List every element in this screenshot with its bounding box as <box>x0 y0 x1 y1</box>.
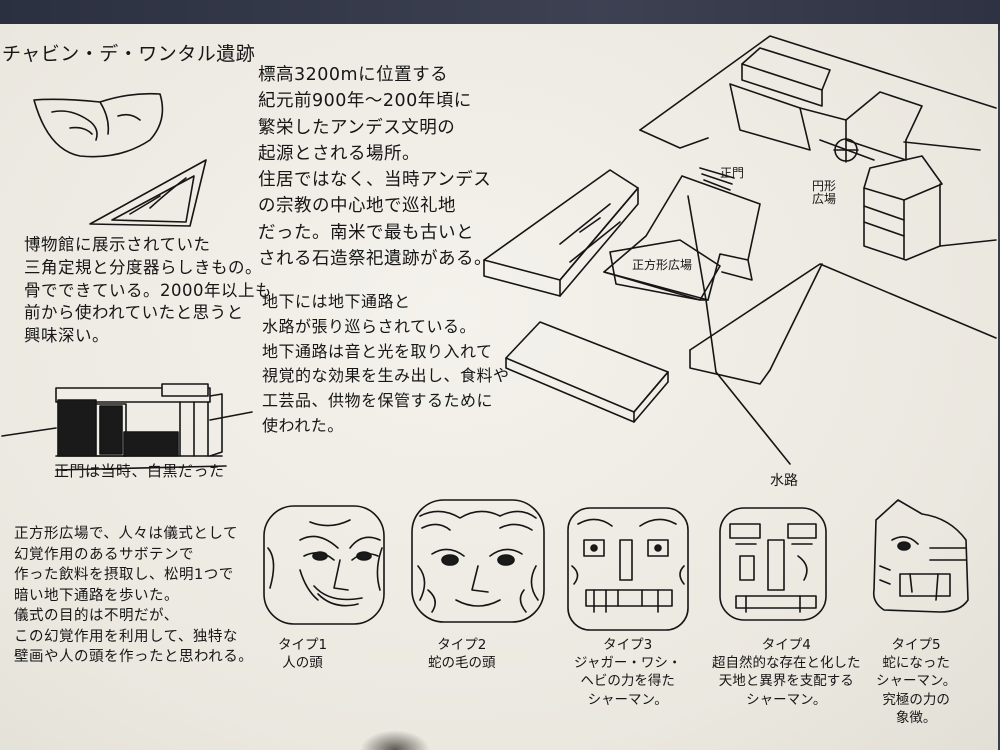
head-caption-4: タイプ4 超自然的な存在と化した 天地と異界を支配する シャーマン。 <box>712 637 861 708</box>
head-type5-drawing <box>874 500 968 612</box>
head-caption-2: タイプ2 蛇の毛の頭 <box>428 637 496 672</box>
underground-note: 地下には地下通路と 水路が張り巡らされている。 地下通路は音と光を取り入れて 視… <box>262 292 510 435</box>
head-caption-1: タイプ1 人の頭 <box>278 637 328 672</box>
head-type3-drawing <box>568 508 688 630</box>
bone-triangle-drawing <box>90 160 206 226</box>
head-type4-drawing <box>720 508 826 620</box>
map-label-waterway: 水路 <box>770 473 798 489</box>
gate-caption: 正門は当時、白黒だった <box>54 462 225 480</box>
ritual-note: 正方形広場で、人々は儀式として 幻覚作用のあるサボテンで 作った飲料を摂取し、松… <box>14 526 254 666</box>
bone-protractor-drawing <box>34 94 162 157</box>
map-label-circular-plaza: 円形 広場 <box>812 179 837 207</box>
finger-shadow <box>360 730 430 750</box>
main-gate-drawing <box>2 384 252 470</box>
head-type1-drawing <box>264 506 384 624</box>
page-title: チャビン・デ・ワンタル遺跡 <box>2 43 256 65</box>
museum-note: 博物館に展示されていた 三角定規と分度器らしきもの。 骨でできている。2000年… <box>24 235 272 346</box>
intro-text: 標高3200mに位置する 紀元前900年〜200年頃に 繁栄したアンデス文明の … <box>258 65 492 269</box>
map-label-gate: 正門 <box>720 166 745 180</box>
stone-heads-drawings <box>264 500 968 630</box>
site-plan-drawing <box>484 36 996 464</box>
head-caption-5: タイプ5 蛇になった シャーマン。 究極の力の 象徴。 <box>876 637 957 726</box>
head-caption-3: タイプ3 ジャガー・ワシ・ ヘビの力を得た シャーマン。 <box>574 637 682 708</box>
head-type2-drawing <box>412 500 544 622</box>
map-label-square-plaza: 正方形広場 <box>632 258 693 272</box>
